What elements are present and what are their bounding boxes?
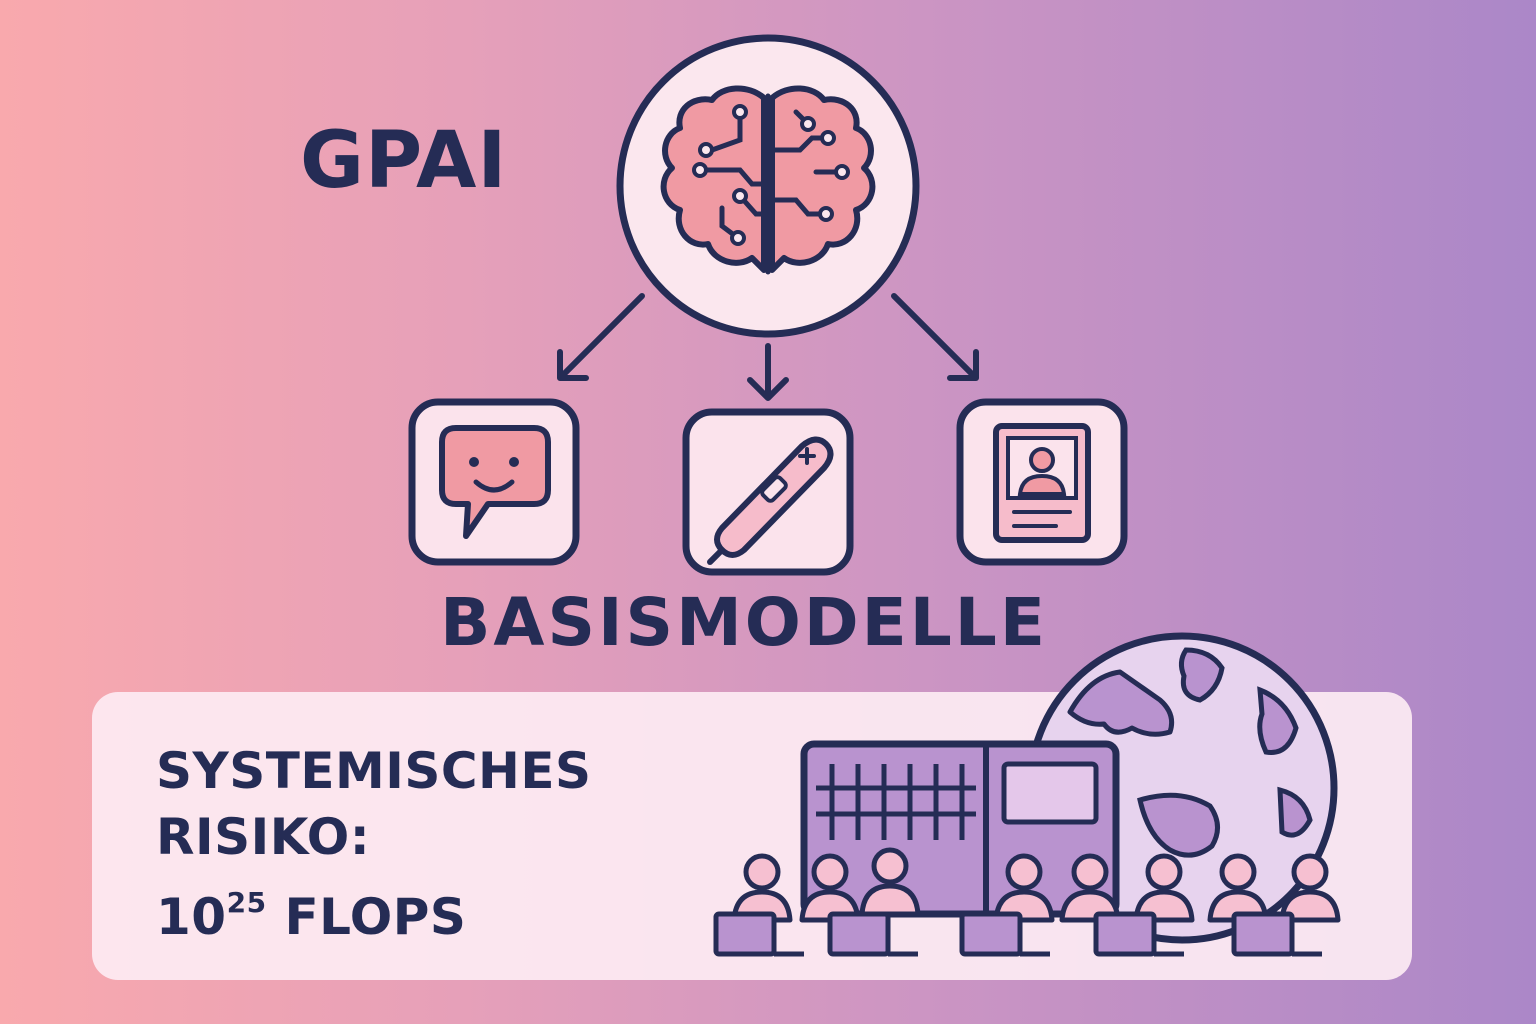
data-center-icon bbox=[800, 740, 1120, 918]
thermometer-icon bbox=[682, 408, 854, 576]
risk-base: 10 bbox=[156, 888, 227, 946]
risk-line-1: SYSTEMISCHES bbox=[156, 742, 592, 800]
title-gpai: GPAI bbox=[300, 116, 508, 206]
person-back-8 bbox=[1279, 853, 1341, 923]
laptops bbox=[713, 911, 1322, 957]
id-card-icon bbox=[956, 398, 1128, 566]
person-back-1 bbox=[731, 853, 793, 923]
subtitle-basismodelle: BASISMODELLE bbox=[440, 584, 1048, 661]
hierarchy-diagram bbox=[408, 34, 1128, 576]
risk-exponent: 25 bbox=[226, 886, 267, 919]
person-back-3 bbox=[859, 847, 921, 917]
risk-unit: FLOPS bbox=[284, 888, 467, 946]
arrows bbox=[557, 293, 979, 401]
brain-circuit-icon bbox=[616, 34, 920, 338]
chat-bubble-smiley-icon bbox=[408, 398, 580, 566]
people-group bbox=[731, 847, 1341, 923]
risk-line-2: RISIKO: bbox=[156, 808, 371, 866]
arrow-middle bbox=[747, 343, 789, 401]
risk-line-3: 1025 FLOPS bbox=[156, 870, 592, 950]
arrow-right bbox=[891, 293, 979, 381]
person-back-5 bbox=[1059, 853, 1121, 923]
arrow-left bbox=[557, 293, 645, 381]
person-back-4 bbox=[993, 853, 1055, 923]
risk-text: SYSTEMISCHES RISIKO: 1025 FLOPS bbox=[156, 738, 592, 950]
